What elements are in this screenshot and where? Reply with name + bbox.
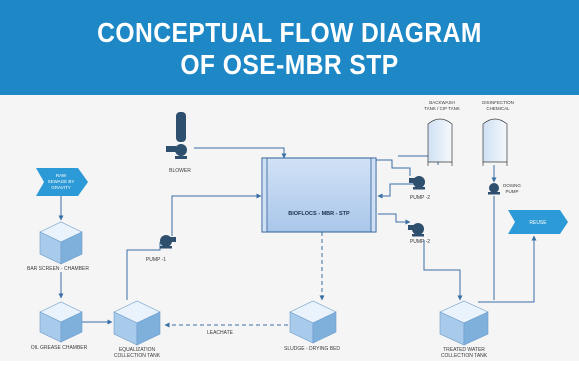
treated-label-2: COLLECTION TANK xyxy=(441,353,488,359)
bar-screen-label: BAR SCREEN - CHAMBER xyxy=(27,266,89,272)
sludge-drying-bed: SLUDGE - DRYING BED xyxy=(284,300,340,352)
dosing-pump: DOSING PUMP xyxy=(488,183,521,195)
backwash-label-1: BACKWASH xyxy=(429,100,455,105)
sludge-label: SLUDGE - DRYING BED xyxy=(284,346,340,352)
flow-mbr-to-pump2-bottom xyxy=(378,213,411,225)
equalization-label-1: EQUALIZATION xyxy=(119,347,156,353)
raw-sewage-label-1: RAW xyxy=(56,173,67,178)
blower: BLOWER xyxy=(166,112,191,174)
flow-lines xyxy=(58,147,537,328)
mbr-label: BIOFLOCS - MBR - STP xyxy=(288,211,350,217)
pump2-top-label: PUMP -2 xyxy=(410,195,430,201)
mbr-reactor: BIOFLOCS - MBR - STP xyxy=(261,157,377,233)
flow-blower-to-mbr xyxy=(194,147,287,159)
pump-2-top: PUMP -2 xyxy=(409,176,430,201)
pump-2-bottom: PUMP -2 xyxy=(408,223,430,245)
backwash-label-2: TANK / CIP TANK xyxy=(424,106,460,111)
flow-pump2-bottom-to-treated xyxy=(423,240,463,301)
disinfection-label-2: CHEMICAL xyxy=(486,106,510,111)
reuse-outlet: REUSE xyxy=(508,210,568,234)
bar-screen-chamber: BAR SCREEN - CHAMBER xyxy=(27,221,89,272)
flow-pump2-top-to-mbr xyxy=(377,183,414,199)
oil-grease-chamber: OIL GREASE CHAMBER xyxy=(31,301,88,351)
blower-label: BLOWER xyxy=(169,168,191,174)
title-banner: CONCEPTUAL FLOW DIAGRAM OF OSE-MBR STP xyxy=(0,0,579,95)
treated-label-1: TREATED WATER xyxy=(443,347,485,353)
dosing-label-1: DOSING xyxy=(503,183,521,188)
disinfection-tank: DISINFECTION CHEMICAL xyxy=(482,100,514,166)
dosing-label-2: PUMP xyxy=(505,189,518,194)
flow-equalization-to-pump1 xyxy=(126,242,161,300)
equalization-label-2: COLLECTION TANK xyxy=(114,353,161,359)
disinfection-label-1: DISINFECTION xyxy=(482,100,514,105)
flow-pump1-to-mbr xyxy=(171,193,262,236)
pump-1: PUMP -1 xyxy=(146,235,176,263)
leachate-label: LEACHATE xyxy=(207,330,234,336)
raw-sewage-label-2: SEWAGE BY xyxy=(48,179,75,184)
raw-sewage-label-3: GRAVITY xyxy=(51,185,70,190)
equalization-tank: EQUALIZATION COLLECTION TANK xyxy=(113,300,161,359)
reuse-label: REUSE xyxy=(529,220,547,226)
backwash-tank: BACKWASH TANK / CIP TANK xyxy=(424,100,460,166)
title-line-2: OF OSE-MBR STP xyxy=(180,49,399,80)
raw-sewage-inlet: RAW SEWAGE BY GRAVITY xyxy=(36,168,88,196)
pump2-bottom-label: PUMP -2 xyxy=(410,239,430,245)
flow-treated-to-reuse xyxy=(478,235,537,303)
pump1-label: PUMP -1 xyxy=(146,257,166,263)
title-line-1: CONCEPTUAL FLOW DIAGRAM xyxy=(97,17,482,48)
flow-mbr-to-pump2-top xyxy=(376,159,411,176)
treated-water-tank: TREATED WATER COLLECTION TANK xyxy=(439,300,489,359)
flow-diagram: RAW SEWAGE BY GRAVITY BAR SCREEN - CHAMB… xyxy=(27,100,568,359)
oil-grease-label: OIL GREASE CHAMBER xyxy=(31,345,88,351)
diagram-canvas: RAW SEWAGE BY GRAVITY BAR SCREEN - CHAMB… xyxy=(0,95,579,361)
